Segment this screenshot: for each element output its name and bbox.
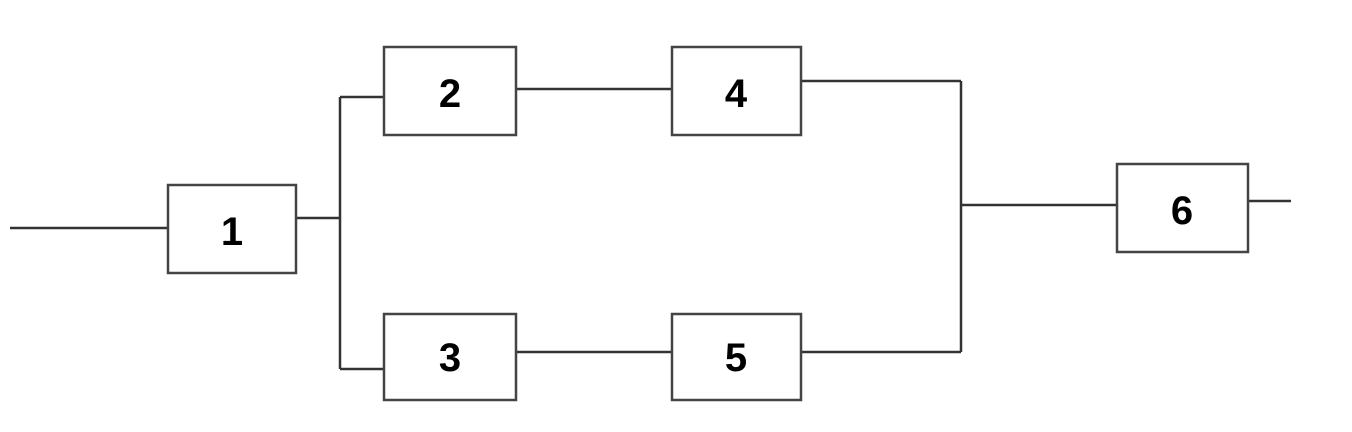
block-4: 4 (670, 45, 803, 137)
block-1: 1 (166, 183, 298, 275)
block-4-box (670, 45, 803, 137)
block-6-label: 6 (1171, 189, 1193, 233)
block-5: 5 (670, 312, 803, 402)
block-3-label: 3 (439, 336, 461, 380)
block-5-label: 5 (725, 336, 747, 380)
block-3: 3 (382, 312, 518, 402)
block-1-label: 1 (221, 210, 243, 254)
block-6-box (1115, 162, 1250, 254)
block-1-box (166, 183, 298, 275)
wires (10, 79, 1291, 371)
block-4-label: 4 (725, 72, 748, 116)
block-2: 2 (382, 45, 518, 137)
block-5-box (670, 312, 803, 402)
block-6: 6 (1115, 162, 1250, 254)
block-2-label: 2 (439, 72, 461, 116)
block-3-box (382, 312, 518, 402)
block-2-box (382, 45, 518, 137)
